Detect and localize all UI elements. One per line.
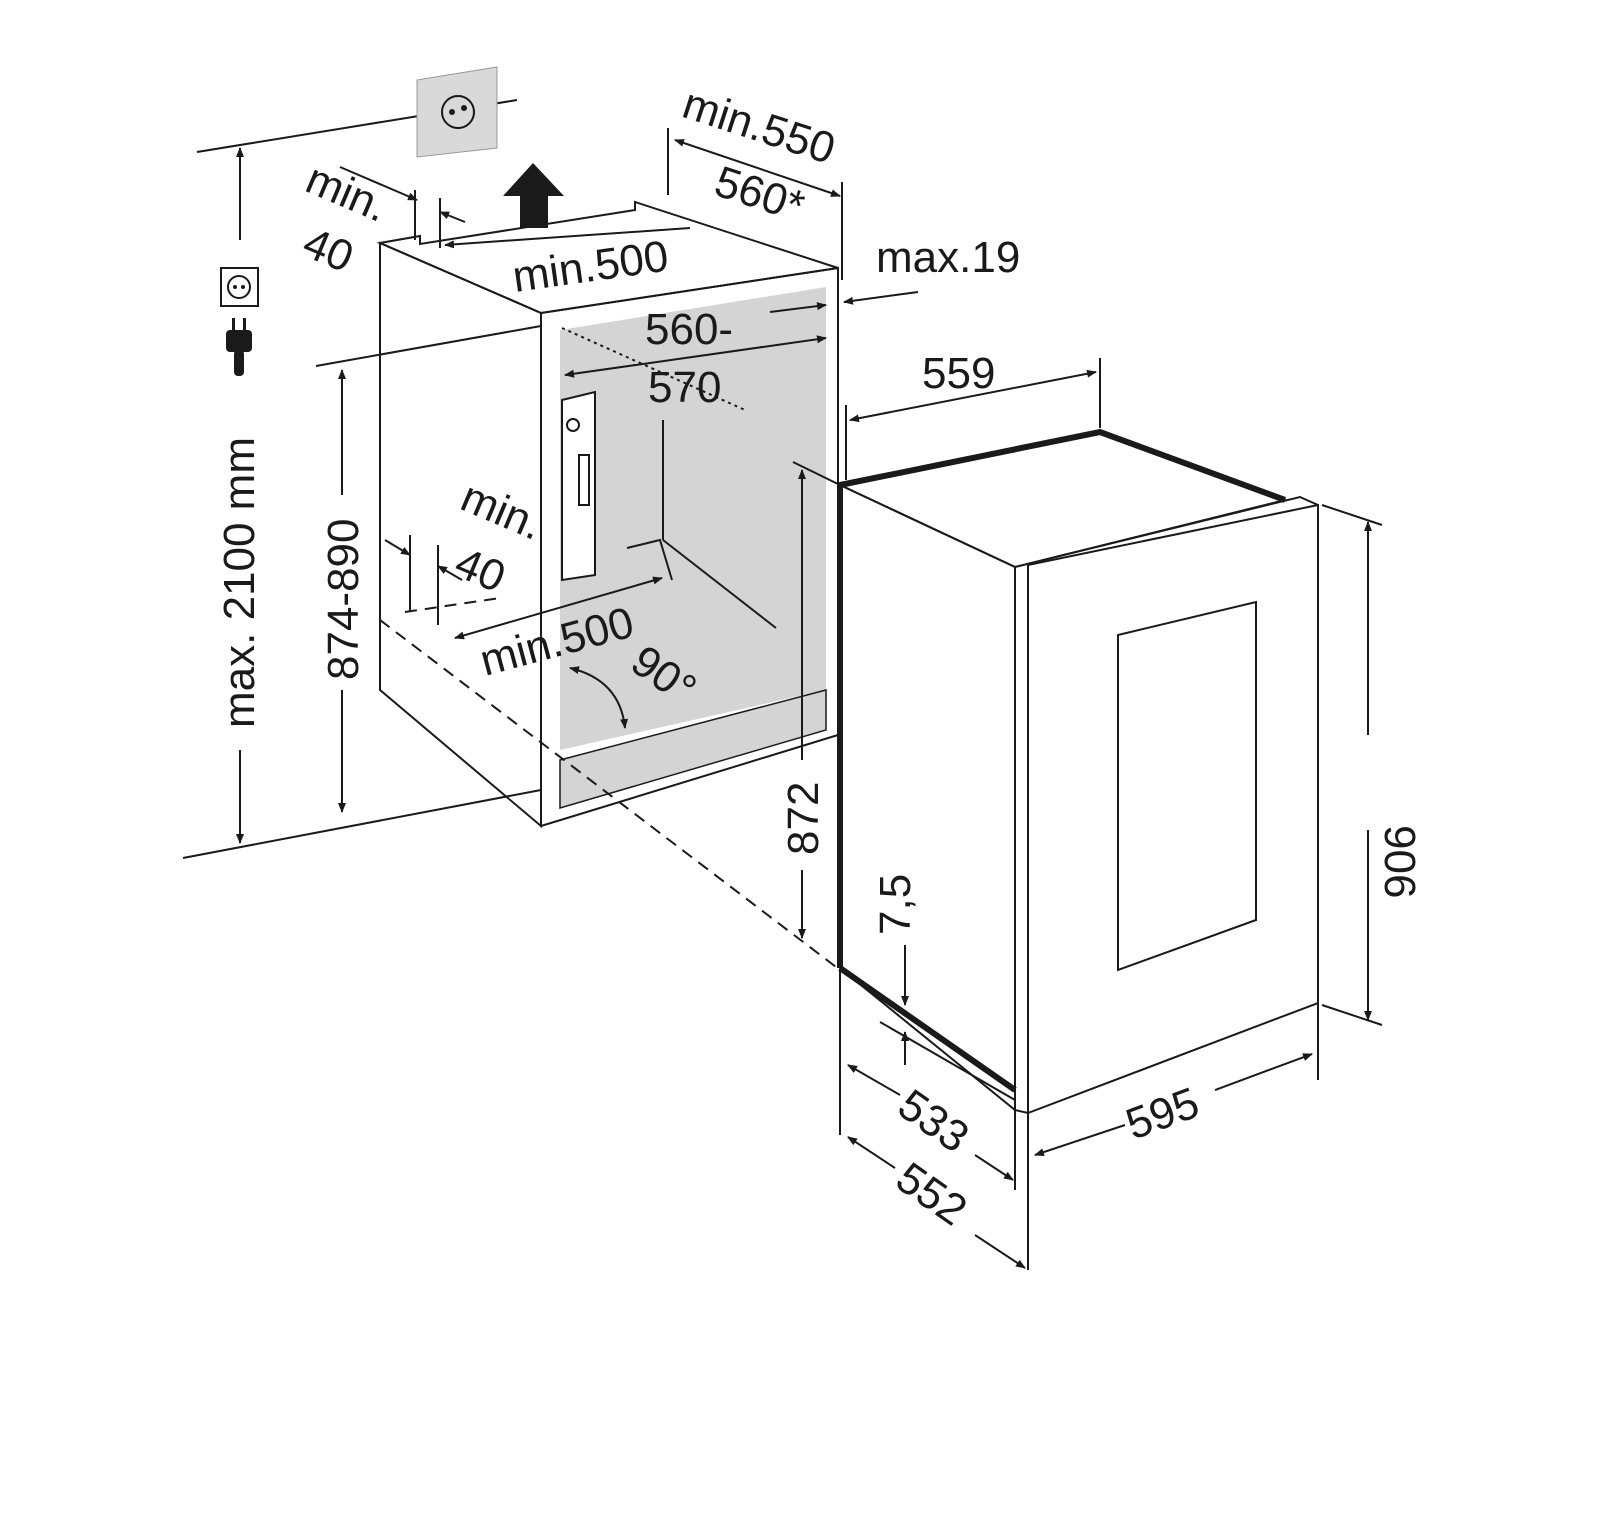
appliance-width-dimension: 595 xyxy=(1027,1003,1319,1270)
appliance-depth-top-label: 559 xyxy=(922,349,995,398)
niche-height-dimension: 874-890 xyxy=(315,325,542,813)
niche-width-a-label: 560- xyxy=(645,305,733,354)
appliance-height-dimension: 906 xyxy=(1321,504,1424,1026)
plug-icon xyxy=(226,318,252,376)
max-gap-dimension: max.19 xyxy=(769,233,1020,313)
max-height-label: max. 2100 mm xyxy=(215,437,264,728)
appliance-height-label: 906 xyxy=(1375,825,1424,898)
appliance-depth-top-dimension: 559 xyxy=(845,349,1101,480)
appliance-width-label: 595 xyxy=(1120,1078,1206,1149)
appliance-body-height-label: 872 xyxy=(779,782,828,855)
plinth-dimension: 7,5 xyxy=(871,874,1016,1101)
floor-line xyxy=(182,789,542,859)
top-depth-min-label: min.550 xyxy=(677,79,841,174)
niche xyxy=(376,200,839,829)
bottom-vent-value-label: 40 xyxy=(448,538,512,602)
niche-width-dimension: 560- 570 xyxy=(564,305,827,412)
plinth-label: 7,5 xyxy=(871,874,920,935)
niche-width-b-label: 570 xyxy=(648,363,721,412)
socket-icon xyxy=(220,267,259,307)
depth-body-label: 533 xyxy=(889,1080,977,1162)
appliance-body-height-dimension: 872 xyxy=(779,461,841,939)
wall-outlet-icon xyxy=(196,66,518,158)
top-depth-dimension: min.550 560* xyxy=(667,79,843,280)
max-height-dimension: max. 2100 mm xyxy=(215,147,264,844)
airflow-arrow-icon xyxy=(503,163,564,228)
top-vent-value-label: 40 xyxy=(296,218,360,282)
niche-height-label: 874-890 xyxy=(319,519,368,680)
appliance xyxy=(836,428,1319,1115)
depth-dimensions: 533 552 xyxy=(839,970,1026,1269)
max-gap-label: max.19 xyxy=(876,233,1020,282)
top-vent-width-label: min.500 xyxy=(510,232,672,302)
depth-total-label: 552 xyxy=(887,1153,975,1235)
top-depth-alt-label: 560* xyxy=(709,157,810,232)
top-vent-dimension: min. 40 min.500 xyxy=(296,154,691,302)
